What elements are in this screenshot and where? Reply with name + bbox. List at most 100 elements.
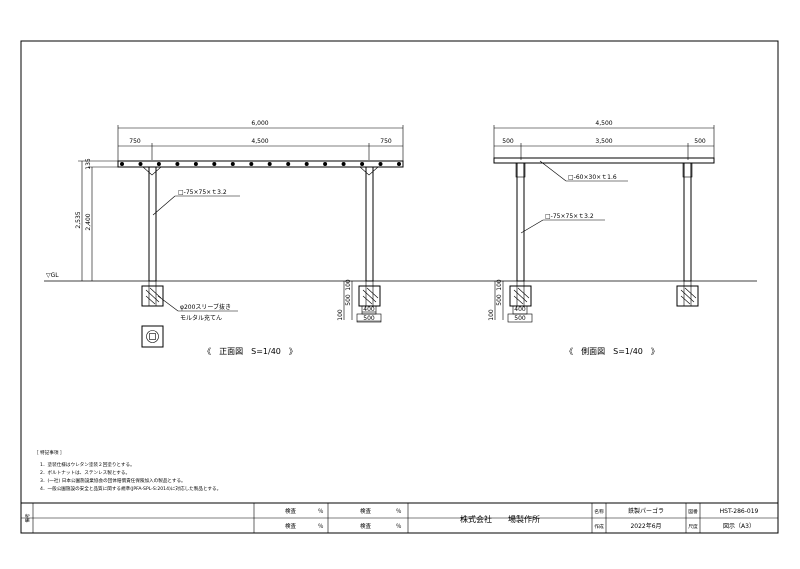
name-label: 名称 bbox=[594, 508, 604, 515]
title-block: 備考 検査 ％ 検査 ％ 検査 ％ 検査 ％ 株式会社 場製作所 名称 鉄製パー… bbox=[21, 502, 778, 533]
tb-field-3-value: ％ bbox=[396, 508, 402, 515]
front-found-100a: 100 bbox=[345, 279, 352, 291]
rafter-end bbox=[138, 162, 143, 166]
side-found-500: 500 bbox=[496, 294, 503, 306]
front-view: 6,000 750 4,500 750 2,535 2,400 135 bbox=[75, 120, 404, 356]
front-dim-total-text: 6,000 bbox=[251, 120, 268, 127]
scale-label: 尺度 bbox=[688, 523, 698, 530]
side-dim-sub: 500 3,500 500 bbox=[494, 138, 714, 160]
rafter-end bbox=[267, 162, 272, 166]
note-2: 2．ボルトナットは、ステンレス製とする。 bbox=[40, 469, 130, 476]
side-foundation-right bbox=[676, 281, 699, 307]
front-found-500: 500 bbox=[345, 294, 352, 306]
front-foundation-left bbox=[141, 281, 164, 307]
drawing-no-label: 図番 bbox=[688, 508, 698, 515]
side-cap-right bbox=[682, 162, 693, 178]
drawing-no: HST-286-019 bbox=[720, 508, 759, 515]
side-dim-right-text: 500 bbox=[694, 138, 706, 145]
note-3: 3．(一社) 日本公園施設業協会の団体賠償責任保険加入の製品とする。 bbox=[40, 477, 186, 484]
scale-value: 図示（A3） bbox=[723, 523, 755, 530]
note-1: 1．塗装仕様はウレタン塗装２回塗りとする。 bbox=[40, 461, 135, 468]
company-name: 株式会社 場製作所 bbox=[460, 514, 540, 524]
front-post-right bbox=[365, 166, 374, 282]
front-dim-top: 135 bbox=[85, 158, 92, 170]
side-dim-left-text: 500 bbox=[502, 138, 514, 145]
side-post-leader bbox=[520, 219, 544, 234]
front-post-callout: □-75×75×ｔ3.2 bbox=[178, 189, 227, 196]
front-beam bbox=[117, 160, 404, 168]
side-found-400: 400 bbox=[514, 306, 526, 313]
notes: ［ 特記事項 ］ 1．塗装仕様はウレタン塗装２回塗りとする。 2．ボルトナットは… bbox=[34, 449, 221, 492]
front-dim-right-text: 750 bbox=[380, 138, 392, 145]
tb-field-4-value: ％ bbox=[396, 523, 402, 530]
front-found-500w: 500 bbox=[363, 315, 375, 322]
side-found-100b: 100 bbox=[488, 309, 495, 321]
notes-heading: ［ 特記事項 ］ bbox=[34, 449, 64, 456]
rafter-end bbox=[212, 162, 217, 166]
tb-field-3-label: 検査 bbox=[360, 507, 372, 515]
front-dim-left-text: 750 bbox=[129, 138, 141, 145]
front-post-leader bbox=[152, 195, 176, 216]
rafter-end bbox=[230, 162, 235, 166]
tb-field-1-value: ％ bbox=[318, 508, 324, 515]
side-post-left bbox=[516, 162, 525, 282]
side-dim-center-text: 3,500 bbox=[595, 138, 612, 145]
rafter-end bbox=[397, 162, 401, 166]
rafter-end bbox=[249, 162, 254, 166]
side-beam-callout: □-60×30×ｔ1.6 bbox=[568, 174, 617, 181]
rafter-end bbox=[120, 162, 124, 166]
front-post-left bbox=[148, 166, 157, 282]
front-plan-detail bbox=[141, 325, 164, 348]
tb-field-1-label: 検査 bbox=[285, 507, 297, 515]
front-view-title: 《 正面図 S=1/40 》 bbox=[203, 347, 297, 356]
remarks-label: 備考 bbox=[24, 513, 31, 522]
note-4: 4．一般公園施設の安全と品質に関する規準(JPFA-SPL-S:2014)に対応… bbox=[40, 485, 221, 492]
side-post-right bbox=[683, 162, 692, 282]
name-value: 鉄製パーゴラ bbox=[628, 507, 664, 515]
front-sleeve-leader bbox=[157, 295, 179, 312]
front-dim-total: 6,000 bbox=[117, 120, 404, 162]
tb-field-2-value: ％ bbox=[318, 523, 324, 530]
side-found-500w: 500 bbox=[514, 315, 526, 322]
front-bracket-left bbox=[142, 166, 162, 176]
front-found-100b: 100 bbox=[337, 309, 344, 321]
rafter-end bbox=[323, 162, 328, 166]
front-found-400: 400 bbox=[363, 306, 375, 313]
date-label: 作成 bbox=[594, 523, 604, 530]
front-height-dims: 2,535 2,400 135 bbox=[75, 158, 118, 281]
front-dim-sub: 750 4,500 750 bbox=[118, 138, 403, 160]
front-dim-height-post: 2,400 bbox=[85, 213, 92, 230]
side-post-callout: □-75×75×ｔ3.2 bbox=[545, 213, 594, 220]
front-dim-center-text: 4,500 bbox=[251, 138, 268, 145]
rafter-end bbox=[286, 162, 291, 166]
rafter-end bbox=[304, 162, 309, 166]
side-foundation-dims: 100 500 100 400 500 bbox=[488, 279, 533, 323]
side-dim-total-text: 4,500 bbox=[595, 120, 612, 127]
rafter-end bbox=[175, 162, 180, 166]
front-dim-height-total: 2,535 bbox=[75, 211, 82, 228]
front-foundation-dims: 100 500 100 400 500 bbox=[337, 279, 382, 323]
front-rafters bbox=[120, 162, 401, 166]
side-view: 4,500 500 3,500 500 □-60×30×ｔ1.6 □-75×75… bbox=[488, 120, 715, 356]
sheet-border bbox=[20, 40, 779, 534]
side-found-100a: 100 bbox=[496, 279, 503, 291]
ground-label: ▽GL bbox=[46, 272, 59, 279]
rafter-end bbox=[378, 162, 383, 166]
front-foundation-right bbox=[358, 281, 381, 307]
date-value: 2022年6月 bbox=[630, 522, 661, 530]
rafter-end bbox=[341, 162, 346, 166]
side-view-title: 《 側面図 S=1/40 》 bbox=[565, 346, 659, 356]
side-dim-total: 4,500 bbox=[493, 120, 715, 160]
side-beam-leader bbox=[539, 160, 567, 182]
tb-field-2-label: 検査 bbox=[285, 522, 297, 530]
rafter-end bbox=[156, 162, 161, 166]
tb-field-4-label: 検査 bbox=[360, 522, 372, 530]
rafter-end bbox=[360, 162, 365, 166]
side-foundation-left bbox=[509, 281, 532, 307]
front-sleeve-line2: モルタル充てん bbox=[180, 314, 222, 322]
side-cap-left bbox=[515, 162, 526, 178]
rafter-end bbox=[193, 162, 198, 166]
front-sleeve-line1: φ200スリーブ抜き bbox=[180, 303, 231, 311]
